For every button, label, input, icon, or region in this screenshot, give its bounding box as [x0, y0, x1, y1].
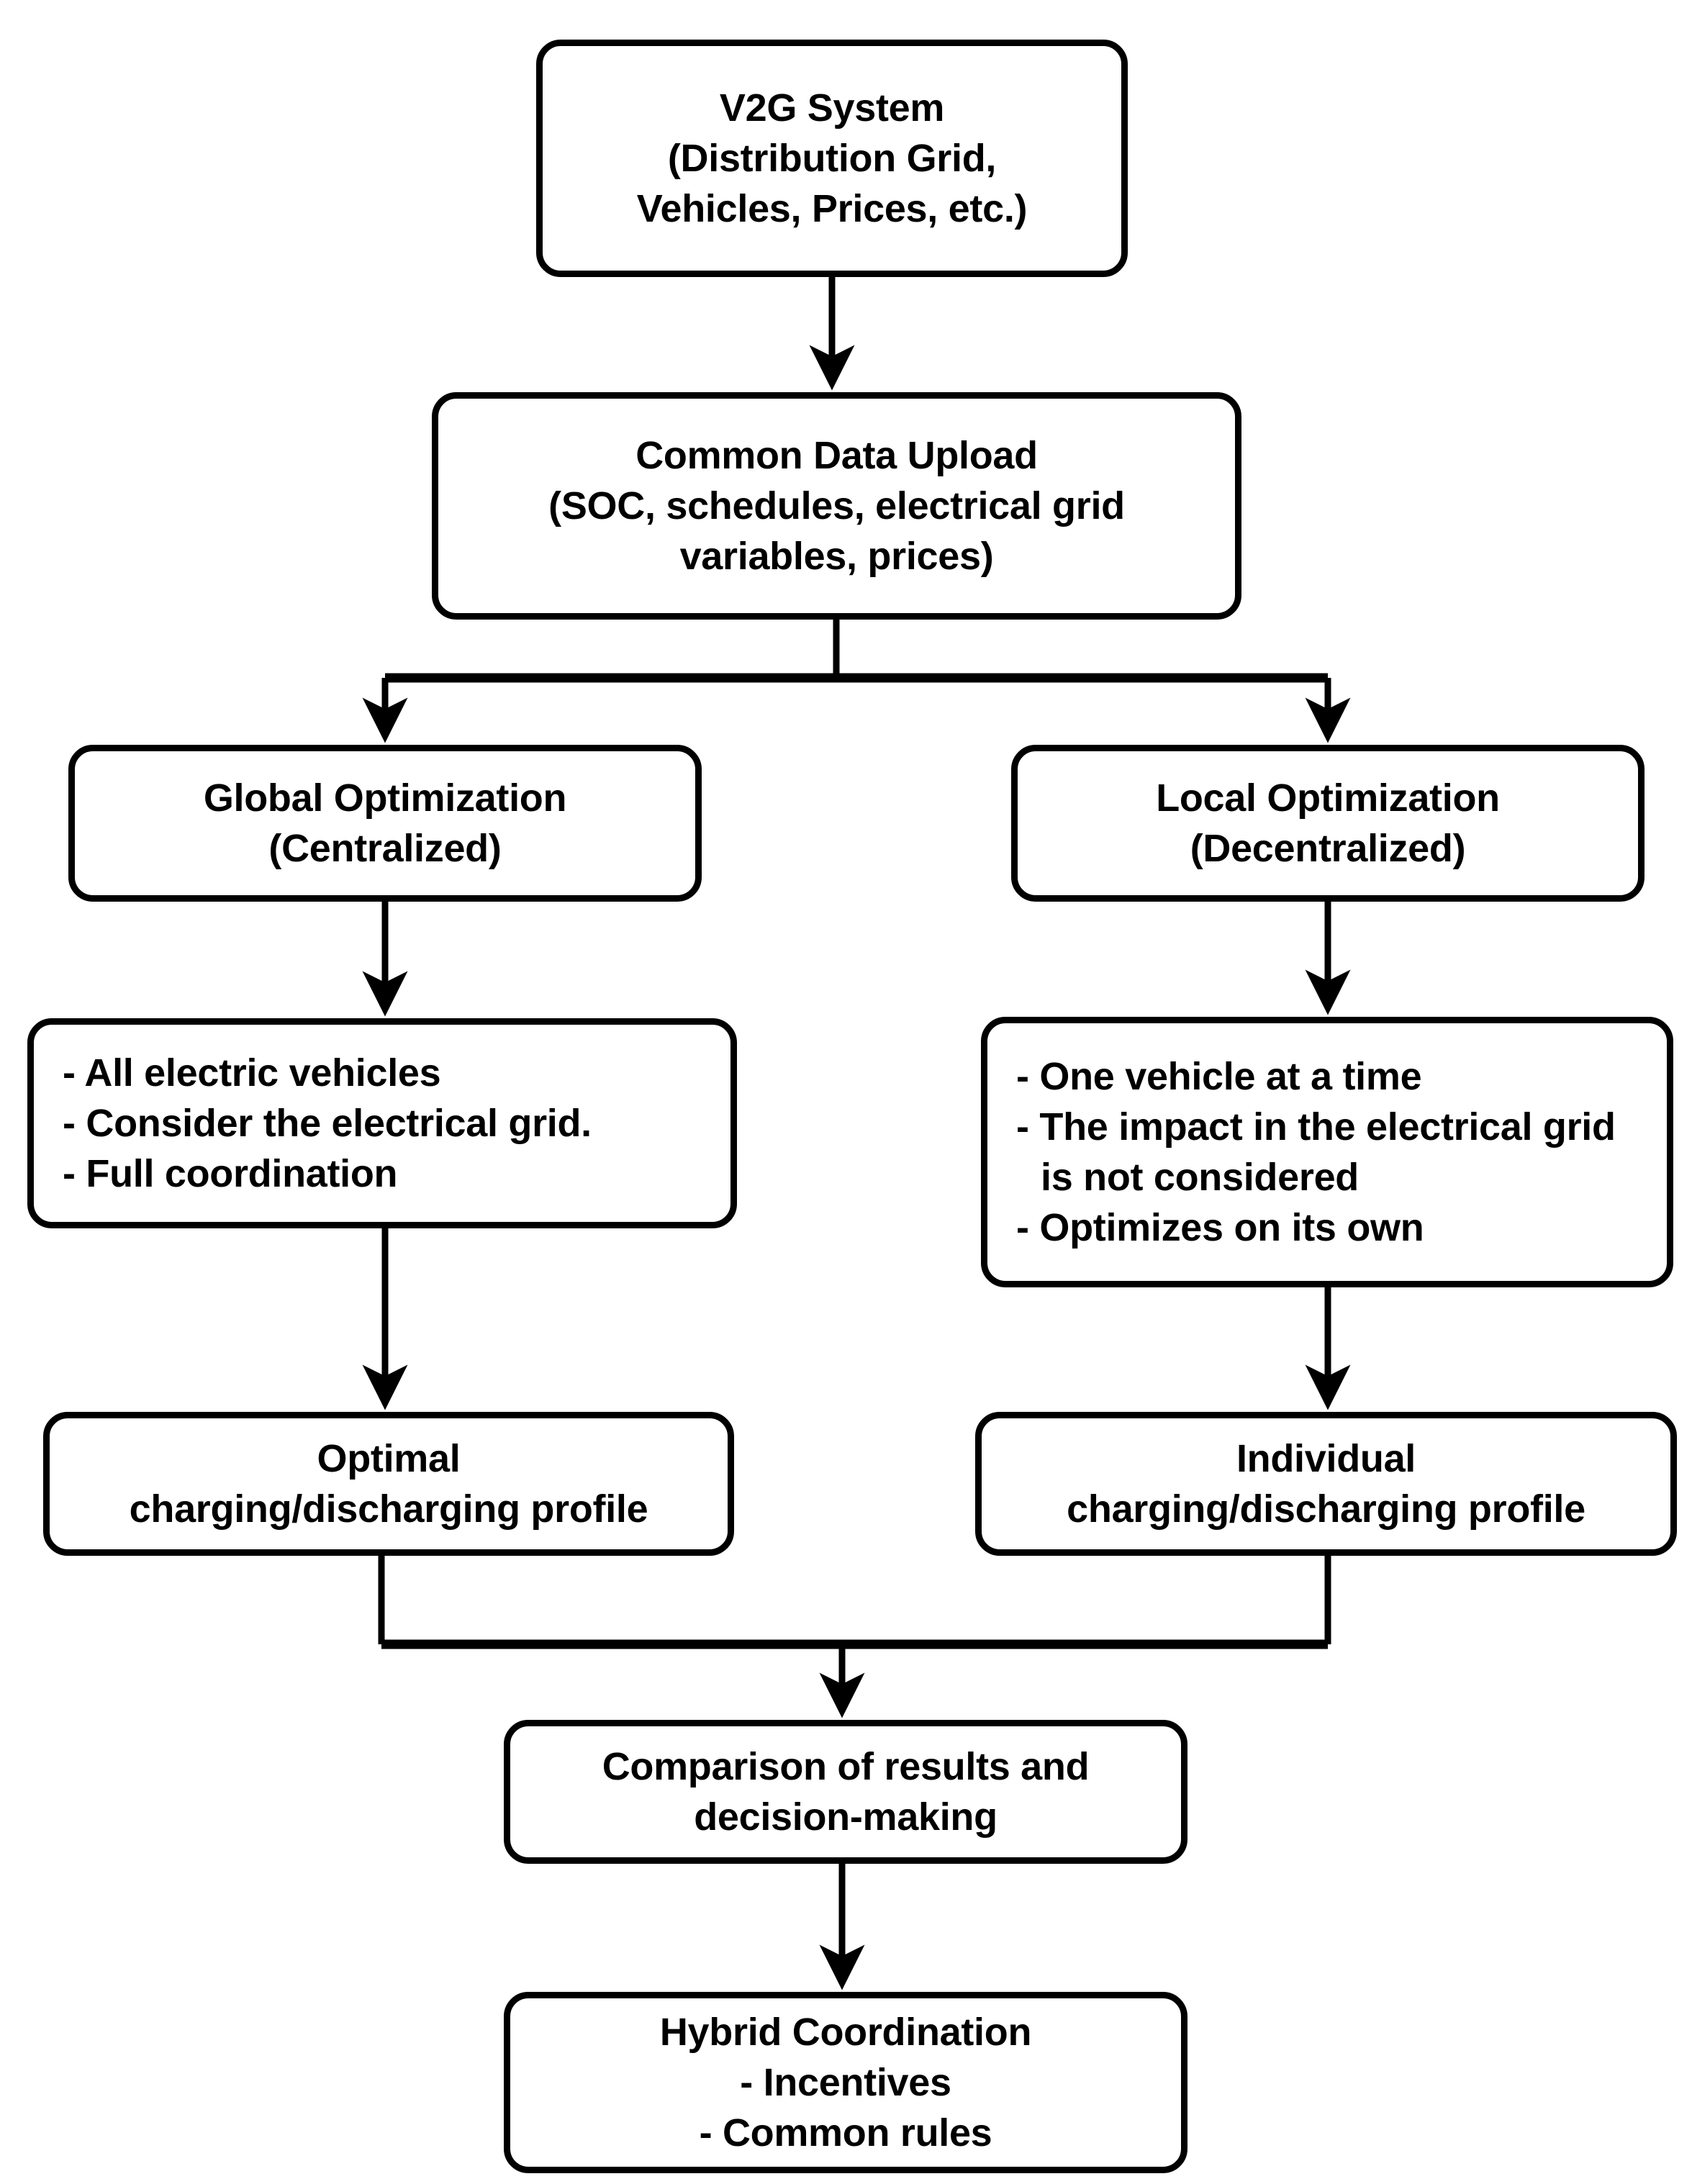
node-line: charging/discharging profile: [129, 1487, 648, 1531]
node-line: (Centralized): [268, 827, 502, 870]
node-optimal-profile[interactable]: Optimal charging/discharging profile: [43, 1412, 734, 1556]
node-line: V2G System: [719, 86, 945, 130]
node-line: variables, prices): [679, 535, 994, 579]
bullet-item: - Full coordination: [63, 1152, 398, 1196]
node-line: Common Data Upload: [635, 433, 1038, 477]
bullet-item: - Incentives: [740, 2060, 951, 2104]
node-hybrid-coordination[interactable]: Hybrid Coordination - Incentives - Commo…: [504, 1992, 1187, 2173]
node-v2g-system[interactable]: V2G System (Distribution Grid, Vehicles,…: [536, 40, 1128, 277]
node-individual-profile[interactable]: Individual charging/discharging profile: [975, 1412, 1677, 1556]
node-line: Optimal: [317, 1436, 461, 1480]
node-line: charging/discharging profile: [1067, 1487, 1585, 1531]
node-global-optimization[interactable]: Global Optimization (Centralized): [68, 745, 702, 902]
node-line: decision-making: [694, 1795, 997, 1839]
bullet-item: - Common rules: [699, 2111, 992, 2155]
node-line: Global Optimization: [203, 776, 567, 820]
node-line: (Decentralized): [1190, 827, 1466, 870]
node-local-optimization[interactable]: Local Optimization (Decentralized): [1011, 745, 1645, 902]
node-global-optimization-characteristics[interactable]: - All electric vehicles - Consider the e…: [27, 1018, 737, 1228]
node-line: (Distribution Grid,: [667, 136, 997, 180]
node-line: Hybrid Coordination: [659, 2010, 1032, 2054]
bullet-item: - All electric vehicles: [63, 1051, 441, 1095]
bullet-item: - Consider the electrical grid.: [63, 1101, 592, 1145]
node-line: Individual: [1236, 1436, 1416, 1480]
node-common-data-upload[interactable]: Common Data Upload (SOC, schedules, elec…: [432, 392, 1241, 620]
bullet-item: - Optimizes on its own: [1016, 1206, 1424, 1250]
bullet-item: - One vehicle at a time: [1016, 1054, 1422, 1098]
node-line: Vehicles, Prices, etc.): [636, 187, 1028, 231]
node-local-optimization-characteristics[interactable]: - One vehicle at a time - The impact in …: [981, 1017, 1673, 1287]
node-line: (SOC, schedules, electrical grid: [548, 484, 1125, 527]
node-comparison-decision[interactable]: Comparison of results and decision-makin…: [504, 1720, 1187, 1864]
node-line: Local Optimization: [1156, 776, 1500, 820]
bullet-item: - The impact in the electrical grid is n…: [1016, 1105, 1627, 1199]
node-line: Comparison of results and: [602, 1744, 1090, 1788]
